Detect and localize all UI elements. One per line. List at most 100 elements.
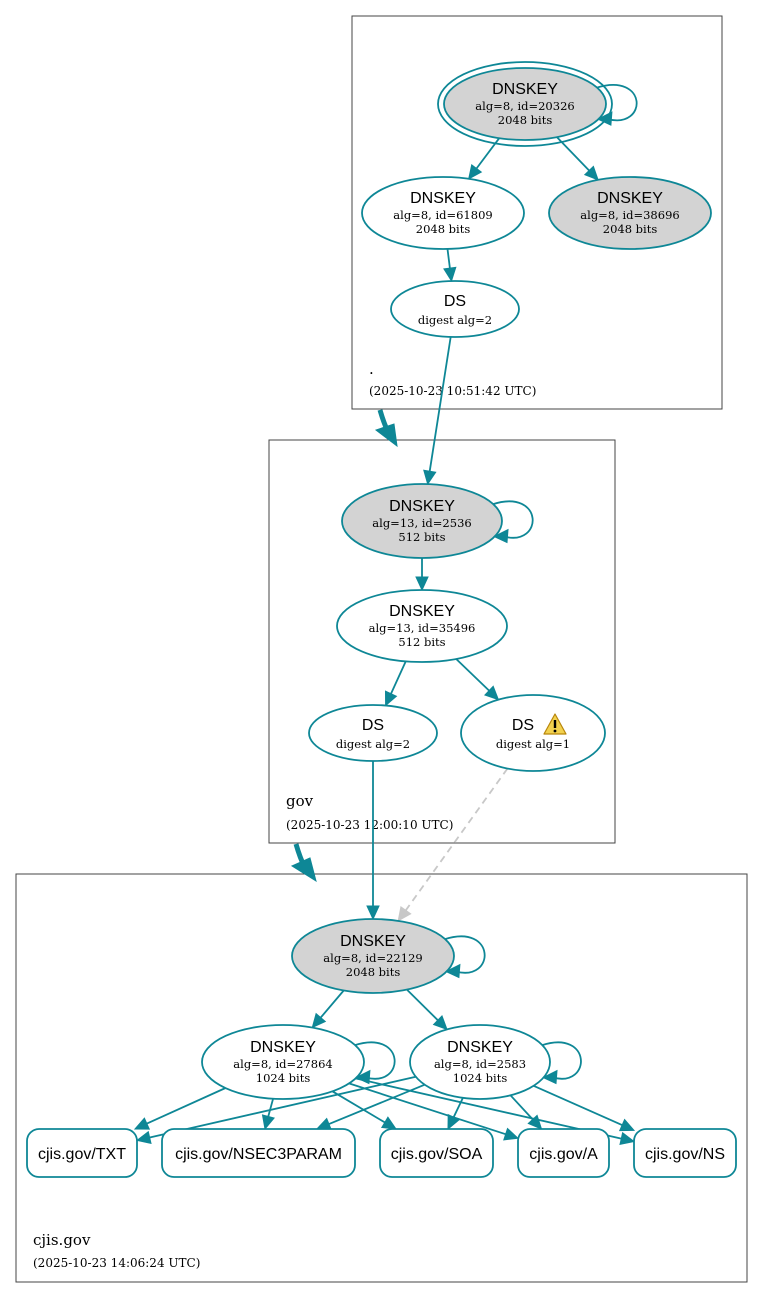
edge-root-ds-to-gov-ksk	[423, 336, 452, 486]
edge-arrowhead	[432, 1014, 448, 1031]
rrset-txt[interactable]: cjis.gov/TXT	[26, 1128, 138, 1178]
node-digest-info: digest alg=1	[496, 737, 570, 751]
node-key-size: 512 bits	[398, 635, 445, 649]
edge-arrowhead	[447, 1113, 460, 1131]
node-digest-info: digest alg=2	[418, 313, 492, 327]
node-type: DS	[444, 293, 466, 310]
edge-line	[428, 336, 452, 472]
edge-cjis-zsk1-to-rr-txt	[133, 1087, 226, 1130]
dnskey-ellipse	[409, 1024, 551, 1100]
rrset-ns[interactable]: cjis.gov/NS	[633, 1128, 737, 1178]
edge-root-ksk-to-root-zsk2	[556, 136, 599, 181]
self-loop-line	[492, 500, 534, 539]
zone-root-box	[351, 15, 723, 410]
rrset-label: cjis.gov/A	[529, 1146, 598, 1163]
node-root-ds[interactable]: DS digest alg=2	[390, 280, 520, 338]
edge-arrowhead	[366, 905, 380, 921]
dnskey-ellipse	[341, 483, 503, 559]
self-signature-loop	[354, 1041, 396, 1085]
self-loop-line	[354, 1041, 396, 1080]
edge-arrowhead	[484, 685, 500, 701]
zone-root-name: .	[369, 360, 374, 378]
self-signature-loop	[492, 500, 534, 544]
self-loop-arrowhead	[444, 963, 461, 979]
edge-arrowhead	[311, 1012, 327, 1029]
edge-cjis-zsk2-to-rr-ns	[533, 1084, 636, 1132]
edge-line	[267, 1098, 274, 1117]
node-key-info: alg=8, id=2583	[434, 1057, 526, 1071]
rrset-box	[379, 1128, 494, 1178]
rrset-box	[517, 1128, 610, 1178]
edge-arrowhead	[583, 165, 599, 181]
edge-arrowhead	[527, 1114, 543, 1130]
dnskey-ellipse	[201, 1024, 365, 1100]
edge-gov-zsk-to-gov-ds2	[384, 660, 407, 707]
edge-arrowhead	[397, 905, 412, 922]
edge-line	[452, 1097, 464, 1118]
node-key-size: 2048 bits	[346, 965, 401, 979]
rrset-label: cjis.gov/TXT	[38, 1146, 126, 1163]
node-type: DNSKEY	[447, 1039, 513, 1056]
node-key-info: alg=8, id=27864	[233, 1057, 332, 1071]
edge-line	[348, 1082, 506, 1136]
edge-arrowhead	[443, 266, 457, 283]
rrset-box	[26, 1128, 138, 1178]
edge-arrowhead	[315, 1117, 332, 1131]
ds-ellipse	[460, 694, 606, 772]
edge-cjis-zsk1-to-rr-soa	[331, 1090, 398, 1130]
zone-gov-box	[268, 439, 616, 844]
edge-cjis-zsk1-to-rr-a	[348, 1082, 520, 1141]
edge-line	[390, 660, 407, 695]
edge-gov-ds1-to-cjis-ksk	[397, 767, 509, 922]
zone-gov-timestamp: (2025-10-23 12:00:10 UTC)	[286, 818, 453, 832]
delegation-root-gov	[374, 409, 398, 448]
zone-cjis-name: cjis.gov	[33, 1231, 91, 1249]
dnskey-ellipse	[548, 176, 712, 250]
self-loop-arrowhead	[354, 1069, 371, 1085]
self-loop-line	[444, 935, 486, 974]
node-key-size: 2048 bits	[603, 222, 658, 236]
trust-anchor-outer-ring	[437, 61, 613, 147]
node-type: DNSKEY	[340, 933, 406, 950]
node-type: DNSKEY	[597, 190, 663, 207]
zone-cjis: cjis.gov (2025-10-23 14:06:24 UTC)	[15, 873, 748, 1283]
edge-line	[405, 767, 509, 911]
rrset-nsec3param[interactable]: cjis.gov/NSEC3PARAM	[161, 1128, 356, 1178]
dnskey-ellipse	[361, 176, 525, 250]
node-key-size: 1024 bits	[256, 1071, 311, 1085]
edge-arrowhead	[503, 1127, 520, 1141]
edge-line	[149, 1075, 417, 1139]
node-key-info: alg=13, id=35496	[369, 621, 476, 635]
edge-arrowhead	[135, 1130, 152, 1145]
edge-arrowhead	[380, 1116, 398, 1130]
self-loop-arrowhead	[492, 528, 509, 544]
self-signature-loop	[444, 935, 486, 979]
dnskey-ellipse	[443, 67, 607, 141]
rrset-soa[interactable]: cjis.gov/SOA	[379, 1128, 494, 1178]
zone-gov: gov (2025-10-23 12:00:10 UTC)	[268, 439, 616, 844]
node-key-size: 512 bits	[398, 530, 445, 544]
edge-gov-ds2-to-cjis-ksk	[366, 761, 380, 921]
warning-bar	[553, 720, 557, 728]
rrset-label: cjis.gov/SOA	[391, 1146, 483, 1163]
edge-cjis-zsk2-to-rr-txt	[135, 1075, 417, 1145]
warning-dot	[553, 729, 557, 733]
edge-line	[533, 1084, 623, 1126]
edge-arrowhead	[384, 690, 398, 707]
node-key-size: 2048 bits	[498, 113, 553, 127]
rrset-a[interactable]: cjis.gov/A	[517, 1128, 610, 1178]
zone-cjis-box	[15, 873, 748, 1283]
node-type: DNSKEY	[389, 498, 455, 515]
node-key-info: alg=8, id=38696	[580, 208, 679, 222]
edge-gov-zsk-to-gov-ds1	[455, 658, 500, 701]
